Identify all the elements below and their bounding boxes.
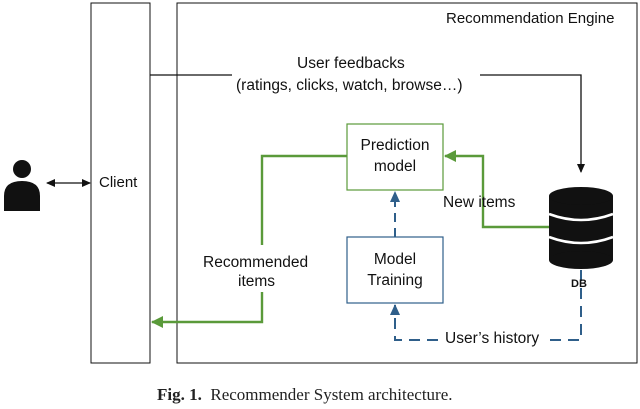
model-training-label-line2: Training [367,272,423,289]
users-history-arrow [395,270,582,341]
user-silhouette-icon [4,160,40,211]
client-box [90,2,151,364]
new-items-label: New items [443,194,516,211]
model-training-label-line1: Model [373,251,417,268]
recommended-items-label-line2: items [238,273,276,290]
user-feedbacks-arrow [150,74,581,172]
db-label: DB [571,278,587,290]
client-label: Client [99,174,138,191]
prediction-model-box[interactable] [346,123,444,191]
figure-caption-label: Fig. 1. [157,385,202,404]
database-icon [548,187,614,269]
figure-caption-text: Recommender System architecture. [210,385,453,404]
prediction-model-label-line2: model [373,158,417,175]
user-feedbacks-label-line1: User feedbacks [297,55,405,72]
recommended-items-label-line1: Recommended [203,254,309,271]
model-training-box[interactable] [346,236,444,304]
recommended-items-arrow [152,154,347,322]
new-items-arrow [444,150,549,229]
figure-caption: Fig. 1. Recommender System architecture. [157,385,453,405]
users-history-label: User’s history [445,330,540,347]
recommendation-engine-box [176,2,638,364]
engine-title: Recommendation Engine [446,10,615,27]
prediction-model-label-line1: Prediction [360,137,430,154]
user-feedbacks-label-line2: (ratings, clicks, watch, browse…) [236,77,463,94]
